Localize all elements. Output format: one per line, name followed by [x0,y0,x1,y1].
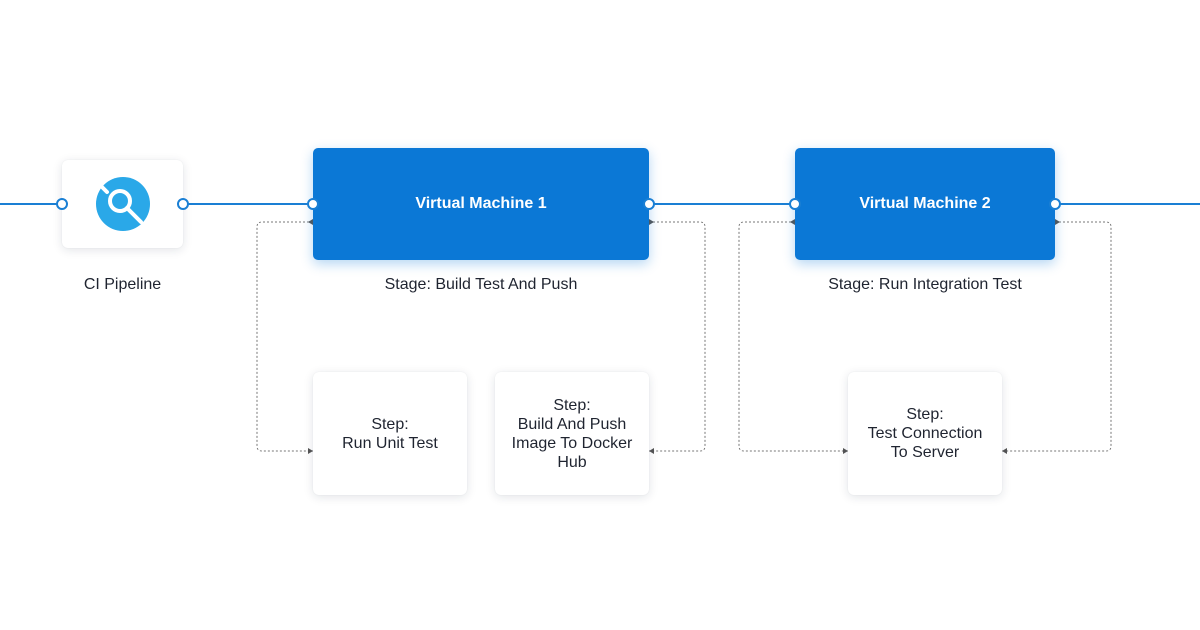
ci-pipeline-label: CI Pipeline [83,276,162,293]
step-test-connection-card[interactable]: Step: Test Connection To Server [848,372,1002,495]
ci-left-port[interactable] [56,198,68,210]
vm2-title: Virtual Machine 2 [859,195,991,212]
vm2-stage-label: Stage: Run Integration Test [828,276,1022,293]
vm1-title: Virtual Machine 1 [415,195,547,212]
vm1-right-loop [649,221,706,452]
vm2-box[interactable]: Virtual Machine 2 [795,148,1055,260]
ci-right-port[interactable] [177,198,189,210]
vm2-right-loop [1002,221,1112,452]
vm1-right-arrow [649,448,654,454]
vm2-right-arrow [1002,448,1007,454]
ci-pipeline-icon [95,177,150,231]
vm1-left-loop [256,221,313,452]
step-run-unit-test-card[interactable]: Step: Run Unit Test [313,372,467,495]
vm1-right-port[interactable] [643,198,655,210]
vm1-left-start-arrow [308,219,313,225]
vm2-left-start-arrow [790,219,795,225]
vm1-box[interactable]: Virtual Machine 1 [313,148,649,260]
vm2-right-start-arrow [1055,219,1060,225]
step-run-unit-test-text: Step: Run Unit Test [342,415,438,452]
vm2-left-arrow [843,448,848,454]
step-test-connection-text: Step: Test Connection To Server [867,406,983,461]
step-build-push-text: Step: Build And Push Image To Docker Hub [511,396,633,471]
vm1-left-port[interactable] [307,198,319,210]
vm1-left-arrow [308,448,313,454]
vm2-left-loop [738,221,848,452]
ci-pipeline-card[interactable] [62,160,183,248]
vm1-right-start-arrow [649,219,654,225]
vm1-stage-label: Stage: Build Test And Push [384,276,578,293]
step-build-push-card[interactable]: Step: Build And Push Image To Docker Hub [495,372,649,495]
vm2-left-port[interactable] [789,198,801,210]
vm2-right-port[interactable] [1049,198,1061,210]
